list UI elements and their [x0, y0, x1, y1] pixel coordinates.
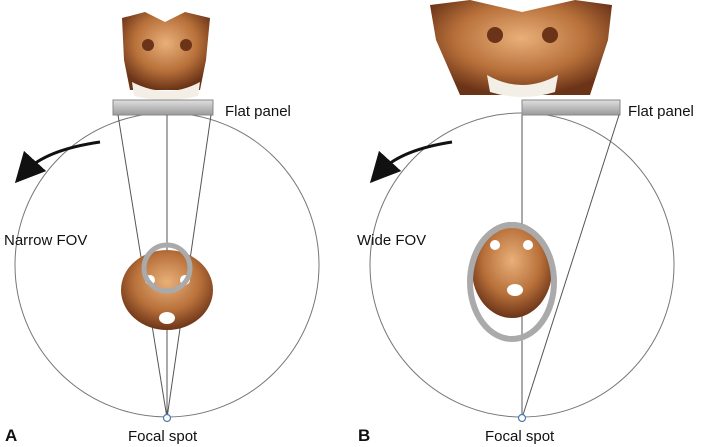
- skull-image-a: [122, 12, 210, 100]
- axial-slice-b: [472, 222, 552, 318]
- rotation-arrow-a: [14, 140, 101, 184]
- focal-spot-a: [162, 413, 172, 423]
- panel-b: [369, 0, 675, 423]
- flat-panel-label-b: Flat panel: [628, 103, 694, 120]
- panel-letter-a: A: [5, 426, 18, 445]
- panel-a: [14, 12, 320, 423]
- focal-spot-b: [517, 413, 527, 423]
- fov-label-a: Narrow FOV: [4, 232, 88, 249]
- focal-spot-label-b: Focal spot: [485, 428, 555, 445]
- flat-panel-b: [521, 99, 621, 116]
- flat-panel-a: [112, 99, 214, 116]
- flat-panel-label-a: Flat panel: [225, 103, 291, 120]
- fov-circle-b: [467, 222, 557, 342]
- focal-spot-label-a: Focal spot: [128, 428, 198, 445]
- skull-image-b: [430, 0, 612, 97]
- fov-circle-a: [141, 242, 193, 294]
- rotation-arrow-b: [369, 140, 453, 184]
- panel-letter-b: B: [358, 426, 371, 445]
- fov-label-b: Wide FOV: [357, 232, 427, 249]
